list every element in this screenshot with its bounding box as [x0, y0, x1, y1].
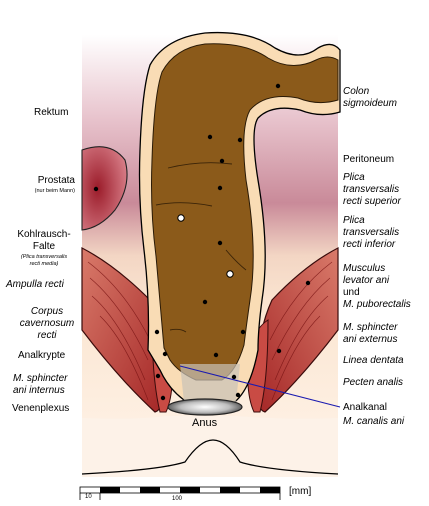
- label-analkrypte: Analkrypte: [18, 350, 66, 361]
- prostate-shape: [81, 146, 128, 231]
- label-kohlrausch-note-1: (Plica transversalis: [20, 254, 68, 260]
- scale-tick-10: 10: [85, 494, 92, 500]
- perineum-skin: [82, 416, 338, 477]
- label-corpus-2: cavernosum: [19, 318, 75, 329]
- levator-ring: [226, 270, 234, 278]
- label-corpus-3: recti: [37, 330, 57, 341]
- label-corpus-1: Corpus: [30, 306, 64, 317]
- label-colon-2: sigmoideum: [343, 98, 397, 109]
- anus-ring: [167, 398, 243, 416]
- anal-canal: [180, 364, 240, 402]
- scale-bar: [79, 486, 281, 500]
- label-anus: Anus: [192, 417, 218, 429]
- label-prostata-note: (nur beim Mann): [34, 188, 75, 194]
- kohlrausch-ring: [177, 214, 185, 222]
- rectal-lumen: [151, 43, 339, 381]
- label-kohlrausch-2: Falte: [32, 241, 56, 252]
- label-plica-inf-1: Plica: [343, 215, 365, 226]
- label-linea-dentata: Linea dentata: [343, 355, 404, 366]
- label-kohlrausch-1: Kohlrausch-: [17, 229, 71, 240]
- label-analkanal: Analkanal: [343, 402, 387, 413]
- label-colon-1: Colon: [343, 86, 370, 97]
- label-sphincter-int-2: ani internus: [13, 385, 65, 396]
- label-plica-sup-3: recti superior: [343, 196, 401, 207]
- label-sphincter-ext-1: M. sphincter: [343, 322, 398, 333]
- muscle-fibers: [87, 261, 333, 401]
- label-levator-2: levator ani: [343, 275, 390, 286]
- label-rektum: Rektum: [34, 107, 69, 118]
- label-peritoneum: Peritoneum: [343, 154, 395, 165]
- scale-tick-100: 100: [172, 496, 183, 502]
- label-sphincter-int-1: M. sphincter: [13, 373, 68, 384]
- label-pecten-analis: Pecten analis: [343, 377, 404, 388]
- rectal-folds: [155, 162, 247, 333]
- label-plica-sup-2: transversalis: [343, 184, 400, 195]
- label-venenplexus: Venenplexus: [12, 403, 70, 414]
- label-plica-inf-3: recti inferior: [343, 239, 396, 250]
- label-sphincter-ext-2: ani externus: [343, 334, 398, 345]
- scale-unit: [mm]: [289, 486, 312, 497]
- label-kohlrausch-note-2: recti media): [29, 261, 59, 267]
- label-ampulla: Ampulla recti: [6, 279, 64, 290]
- label-plica-inf-2: transversalis: [343, 227, 400, 238]
- label-levator-3: und: [343, 287, 360, 298]
- analkanal-leader: [179, 365, 341, 408]
- label-canalis-ani: M. canalis ani: [343, 416, 405, 427]
- label-levator-4: M. puborectalis: [343, 299, 411, 310]
- pointer-dots: [93, 83, 311, 401]
- label-prostata: Prostata: [37, 175, 75, 186]
- label-levator-1: Musculus: [343, 263, 386, 274]
- buttocks-outline: [81, 439, 339, 475]
- label-plica-sup-1: Plica: [343, 172, 365, 183]
